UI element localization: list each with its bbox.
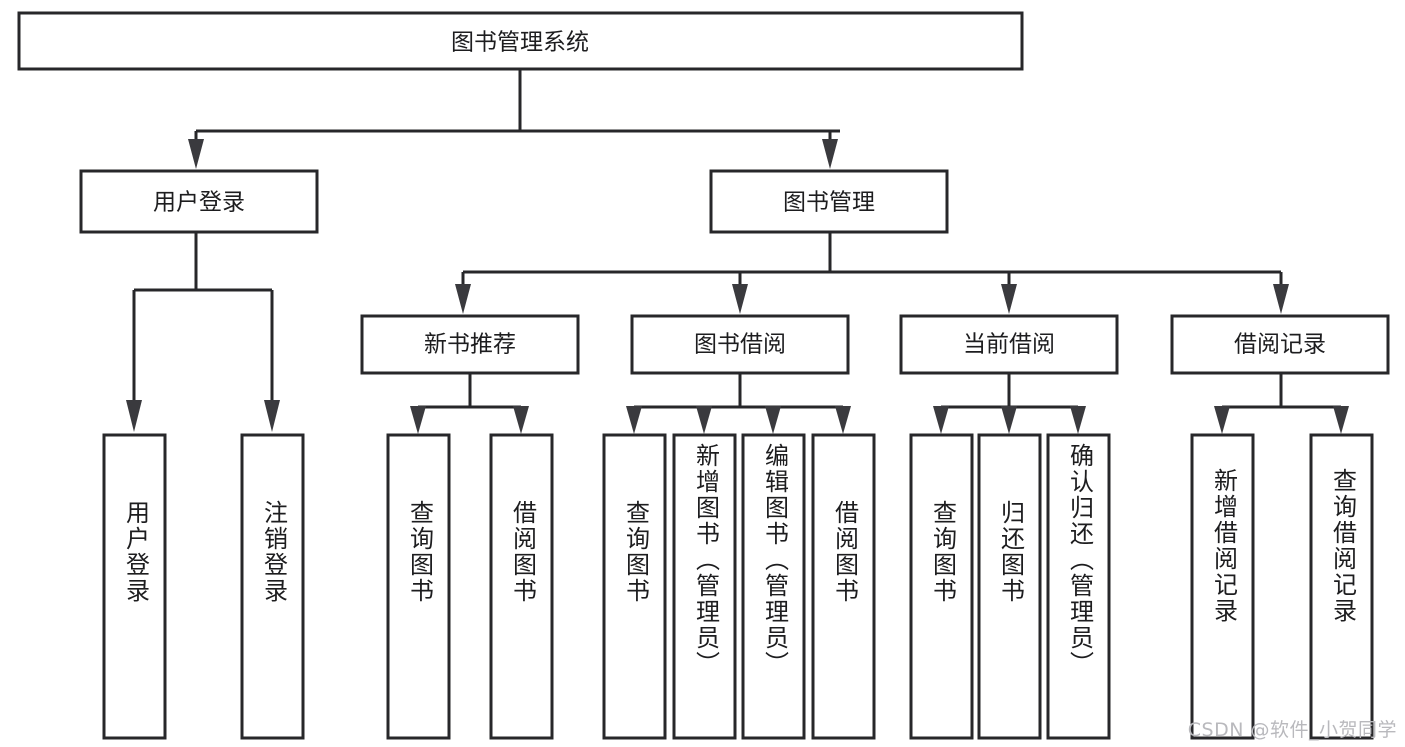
node-user-login-label: 用户登录 (153, 190, 245, 216)
leaf-box-logout[interactable] (240, 433, 305, 740)
node-book-management-label: 图书管理 (783, 190, 875, 216)
node-current-borrow[interactable]: 当前借阅 (899, 314, 1119, 375)
node-borrow-record-label: 借阅记录 (1234, 332, 1326, 358)
arrow-head-borrowrecord-leaf-2 (1333, 406, 1349, 434)
arrow-head-book-manage (822, 139, 838, 169)
connector-group-bookmanage-to-level3 (455, 233, 1289, 314)
leaf-box-user-login[interactable] (102, 433, 167, 740)
leaf-box-current-confirm-return-admin[interactable] (1046, 433, 1111, 740)
connector-group-bookborrow-to-leaves (626, 374, 851, 434)
arrow-head-currentborrow-leaf-2 (1001, 406, 1017, 434)
connector-group-root-to-level2 (188, 69, 840, 169)
leaf-box-current-query-book[interactable] (909, 433, 974, 740)
leaf-box-borrow-add-book-admin[interactable] (672, 433, 737, 740)
arrow-head-leaf-user-login (126, 400, 142, 432)
arrow-head-leaf-logout (264, 400, 280, 432)
node-user-login-box (79, 169, 319, 234)
arrow-head-book-borrow (732, 284, 748, 314)
node-book-borrow-box (630, 314, 850, 375)
connector-group-currentborrow-to-leaves (933, 374, 1086, 434)
arrow-head-newbook-leaf-1 (410, 406, 426, 434)
node-borrow-record[interactable]: 借阅记录 (1170, 314, 1390, 375)
arrow-head-borrowrecord-leaf-1 (1214, 406, 1230, 434)
arrow-head-new-book-recommend (455, 284, 471, 314)
arrow-head-current-borrow (1001, 284, 1017, 314)
arrow-head-bookborrow-leaf-4 (835, 406, 851, 434)
node-book-borrow[interactable]: 图书借阅 (630, 314, 850, 375)
arrow-head-bookborrow-leaf-1 (626, 406, 642, 434)
arrow-head-user-login (188, 139, 204, 169)
node-root-box (17, 11, 1024, 71)
leaf-box-record-query-record[interactable] (1309, 433, 1374, 740)
node-book-management[interactable]: 图书管理 (709, 169, 949, 234)
node-current-borrow-label: 当前借阅 (963, 332, 1055, 358)
leaf-box-current-return-book[interactable] (977, 433, 1042, 740)
leaf-box-borrow-borrow-book[interactable] (811, 433, 876, 740)
node-new-book-recommend-box (360, 314, 580, 375)
leaf-box-borrow-edit-book-admin[interactable] (741, 433, 806, 740)
arrow-head-bookborrow-leaf-3 (765, 406, 781, 434)
arrow-head-newbook-leaf-2 (513, 406, 529, 434)
connector-group-newbook-to-leaves (410, 374, 529, 434)
leaf-box-newbook-borrow-book[interactable] (489, 433, 554, 740)
node-book-borrow-label: 图书借阅 (694, 332, 786, 358)
leaf-box-newbook-query-book[interactable] (386, 433, 451, 740)
arrow-head-bookborrow-leaf-2 (696, 406, 712, 434)
node-user-login[interactable]: 用户登录 (79, 169, 319, 234)
connector-group-borrowrecord-to-leaves (1214, 374, 1349, 434)
node-current-borrow-box (899, 314, 1119, 375)
node-book-management-box (709, 169, 949, 234)
node-root-book-management-system[interactable]: 图书管理系统 (17, 11, 1024, 71)
connector-group-userlogin-to-leaves (126, 233, 280, 432)
node-new-book-recommend[interactable]: 新书推荐 (360, 314, 580, 375)
node-root-label: 图书管理系统 (451, 30, 589, 56)
node-borrow-record-box (1170, 314, 1390, 375)
arrow-head-borrow-record (1273, 284, 1289, 314)
arrow-head-currentborrow-leaf-3 (1070, 406, 1086, 434)
leaf-box-borrow-query-book[interactable] (602, 433, 667, 740)
arrow-head-currentborrow-leaf-1 (933, 406, 949, 434)
leaf-box-record-add-record[interactable] (1190, 433, 1255, 740)
csdn-watermark: CSDN @软件_小贺同学 (1187, 719, 1397, 741)
node-new-book-recommend-label: 新书推荐 (424, 332, 516, 358)
